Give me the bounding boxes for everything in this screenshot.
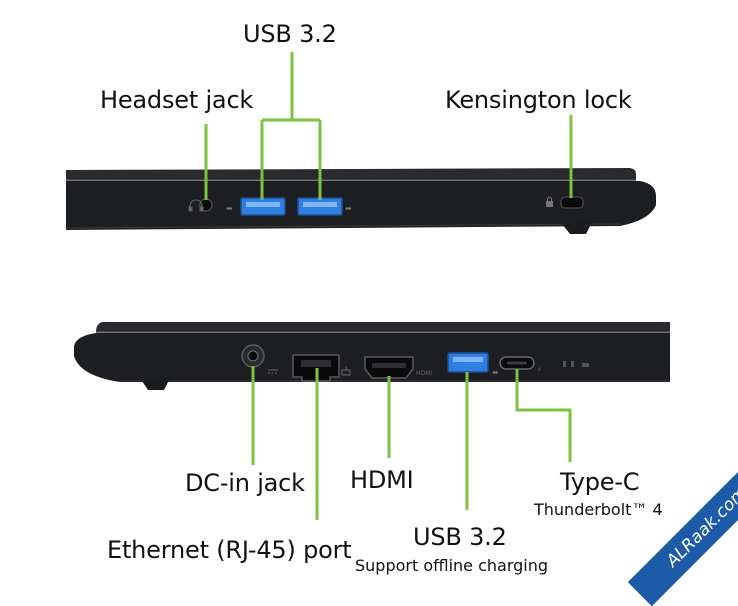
laptop-lid — [96, 322, 670, 332]
laptop-sides-illustration: ⬌ ⬌ — [65, 52, 670, 520]
label-headset-jack: Headset jack — [100, 86, 254, 114]
label-usb-bottom: USB 3.2 — [413, 523, 507, 551]
kensington-lock-slot — [560, 196, 584, 209]
headset-icon — [188, 199, 204, 212]
laptop-left-side: ⬌ ⬌ — [65, 168, 656, 234]
usb-symbol-icon: ⬌ — [345, 204, 352, 213]
status-led-icons — [563, 361, 589, 367]
hdmi-icon: HDMI — [416, 370, 432, 377]
usb-port-3 — [447, 352, 489, 373]
label-type-c: Type-C — [560, 468, 640, 496]
label-dc-in-jack: DC-in jack — [185, 469, 305, 497]
usb-symbol-icon: ⬌ — [226, 204, 233, 213]
label-usb-top: USB 3.2 — [243, 20, 337, 48]
laptop-right-side: HDMI ⬌ ⚡ — [74, 322, 670, 390]
thunderbolt-icon: ⚡ — [537, 366, 542, 374]
label-ethernet-port: Ethernet (RJ-45) port — [107, 536, 352, 564]
label-hdmi: HDMI — [350, 466, 414, 494]
ports-diagram: ⬌ ⬌ — [65, 20, 670, 575]
laptop-base — [66, 181, 656, 230]
lock-icon — [546, 196, 553, 207]
laptop-foot — [562, 222, 592, 234]
label-kensington-lock: Kensington lock — [445, 86, 632, 114]
network-icon — [341, 366, 351, 376]
laptop-lid — [66, 168, 636, 180]
label-offline-charging: Support offline charging — [355, 556, 549, 575]
bottom-callout-lines — [251, 366, 572, 520]
label-thunderbolt: Thunderbolt™ 4 — [534, 500, 663, 519]
laptop-foot — [140, 378, 170, 390]
callout-type-c — [515, 369, 572, 462]
dc-power-icon — [268, 369, 278, 374]
top-callout-lines — [204, 52, 573, 200]
usb-symbol-icon: ⬌ — [492, 368, 499, 377]
